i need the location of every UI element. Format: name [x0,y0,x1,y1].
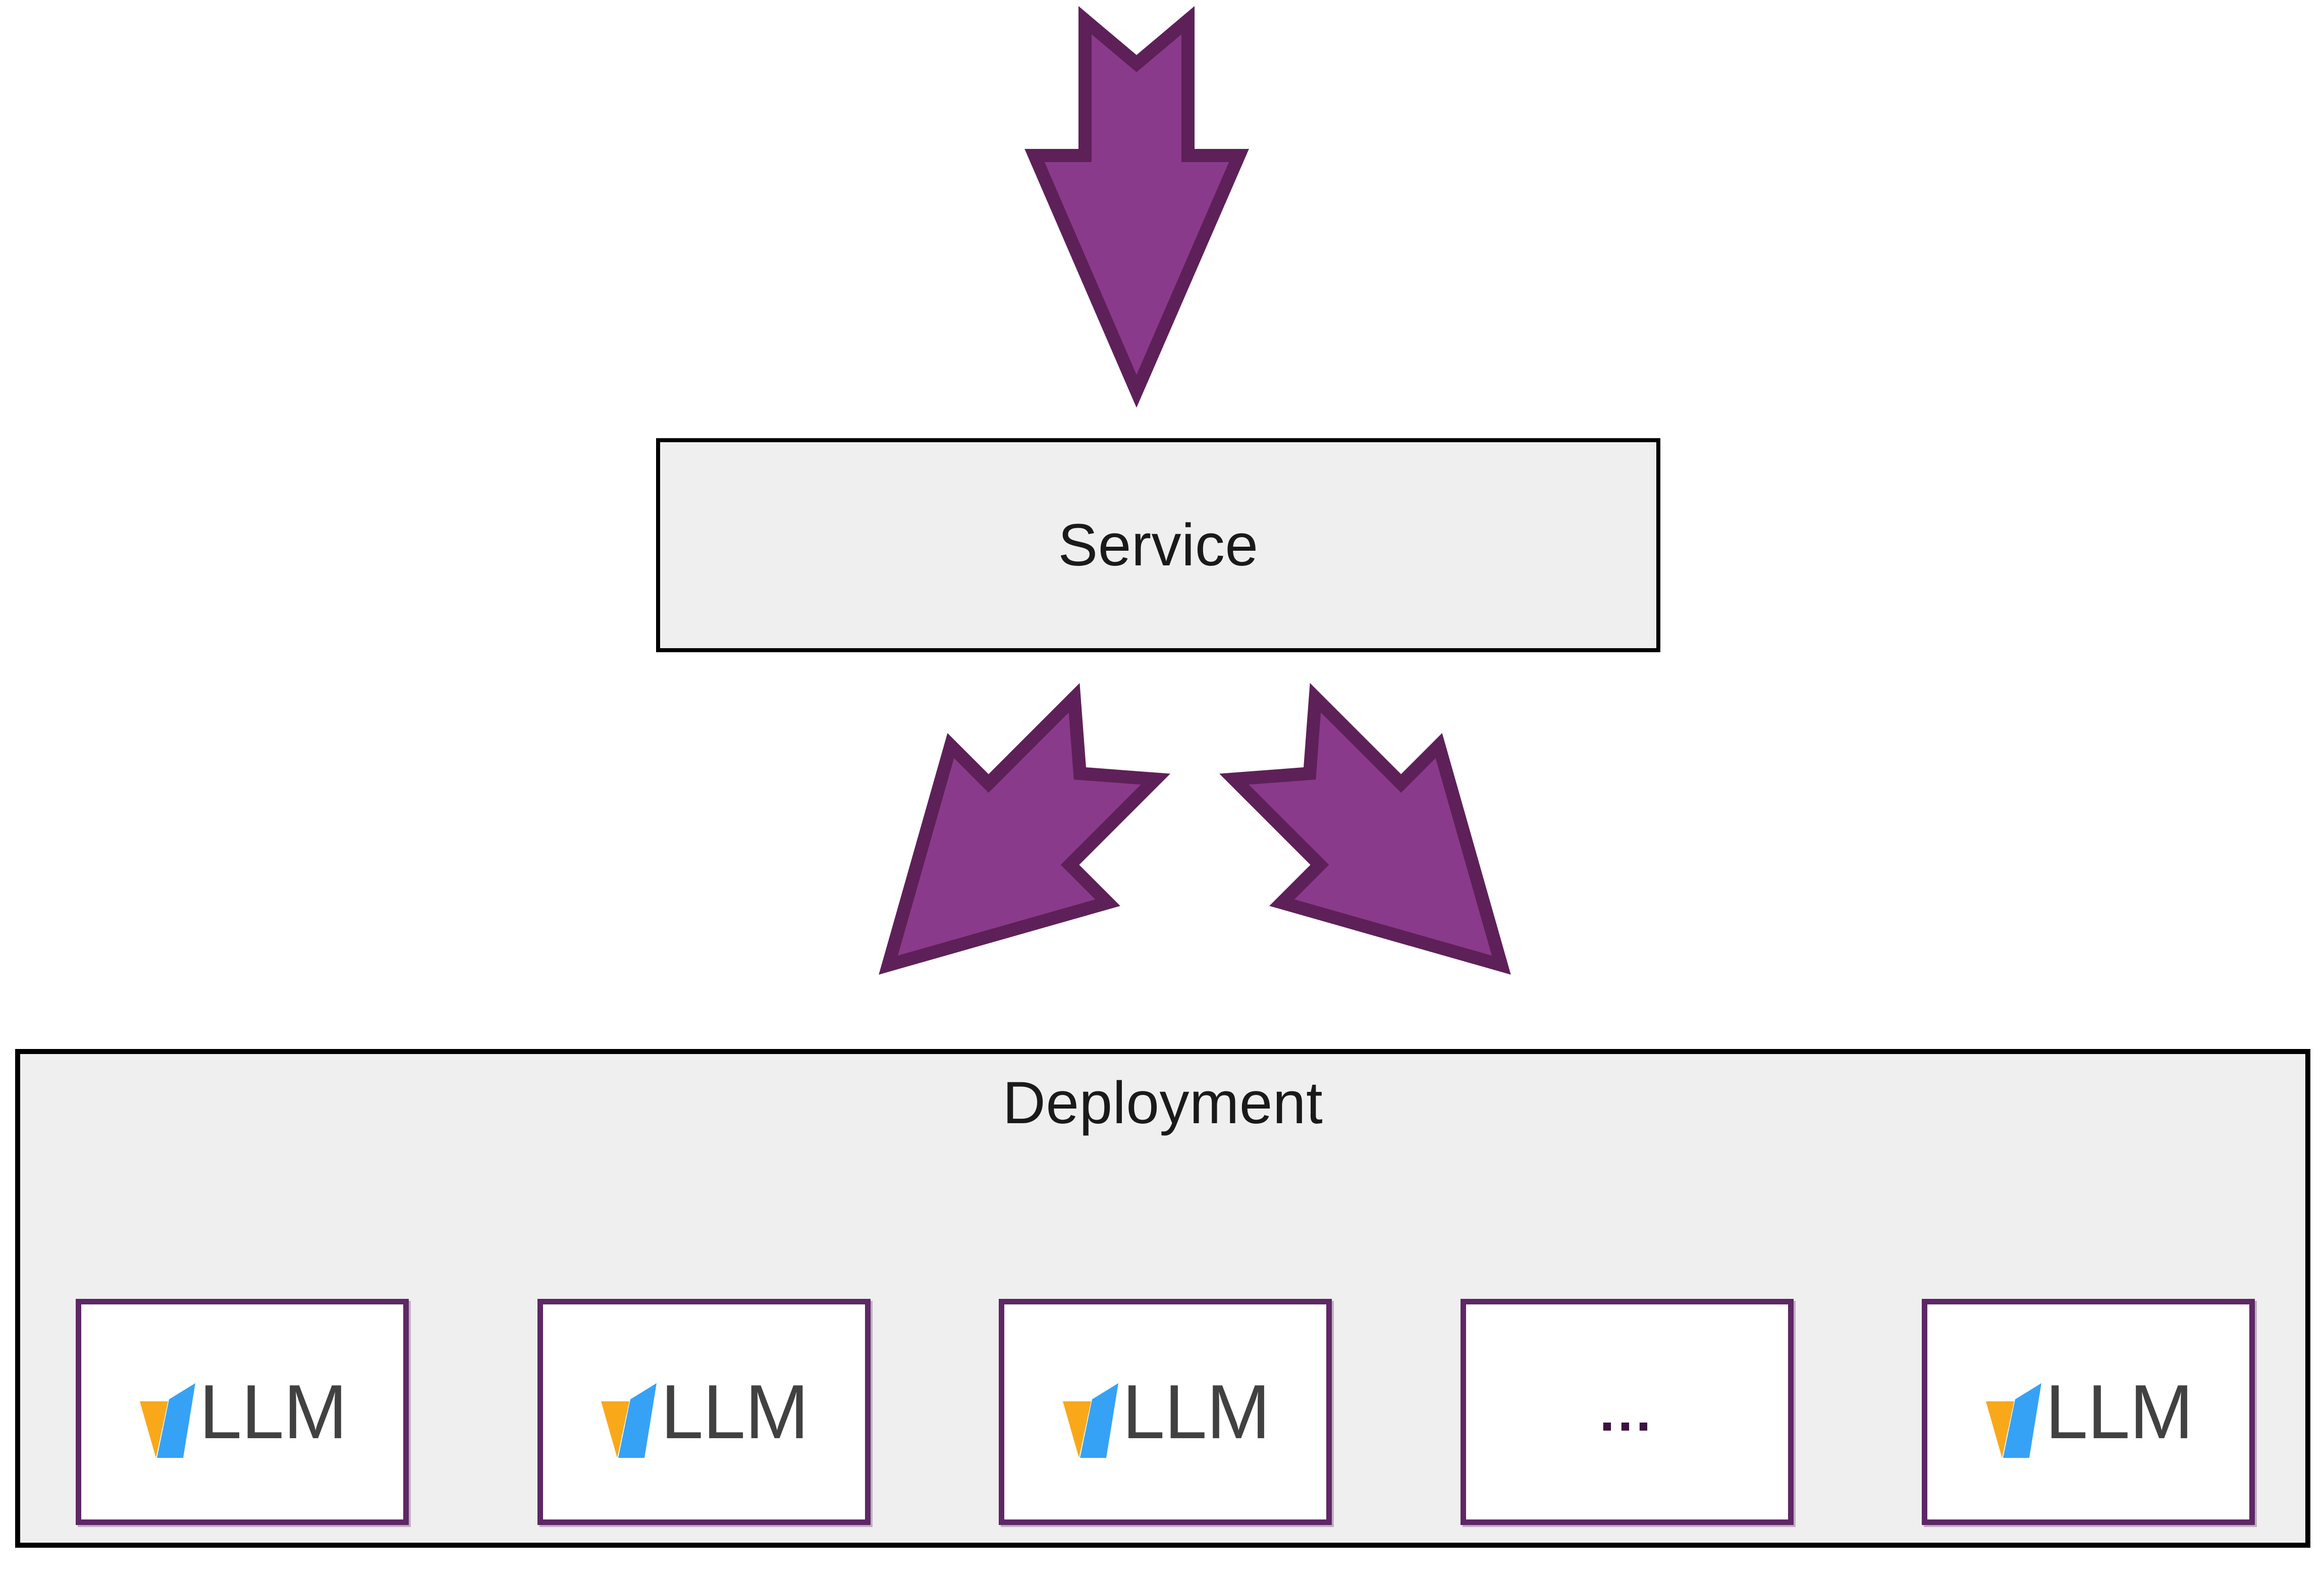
vllm-label: LLM [1122,1369,1271,1455]
vllm-logo: LLM [138,1366,347,1458]
vllm-logo: LLM [599,1366,809,1458]
service-label: Service [1058,512,1259,579]
deployment-box: Deployment LLM [15,1049,2310,1548]
replica-pod-3[interactable]: LLM [999,1299,1332,1525]
arrow-down-icon [1024,6,1249,408]
service-to-replica-left-arrow [830,683,1173,1017]
vllm-label: LLM [2045,1369,2194,1455]
deployment-label: Deployment [1002,1070,1323,1136]
ingress-arrow-down [1024,6,1249,408]
arrow-down-right-icon [1219,683,1511,975]
replica-pod-ellipsis[interactable]: ... [1460,1299,1794,1525]
vllm-label: LLM [661,1369,809,1455]
ellipsis-label: ... [1599,1381,1654,1443]
vllm-logo: LLM [1061,1366,1270,1458]
service-box: Service [656,438,1660,652]
replica-pod-n[interactable]: LLM [1922,1299,2255,1525]
vllm-v-icon [1062,1383,1118,1458]
vllm-v-icon [1985,1383,2041,1458]
vllm-logo: LLM [1984,1366,2193,1458]
service-to-replica-right-arrow [1216,683,1559,1017]
arrow-down-left-icon [879,683,1170,975]
replica-pod-1[interactable]: LLM [76,1299,409,1525]
vllm-v-icon [601,1383,657,1458]
replica-pod-list: LLM LLM [76,1299,2255,1525]
replica-pod-2[interactable]: LLM [537,1299,871,1525]
vllm-label: LLM [199,1369,348,1455]
vllm-v-icon [139,1383,195,1458]
